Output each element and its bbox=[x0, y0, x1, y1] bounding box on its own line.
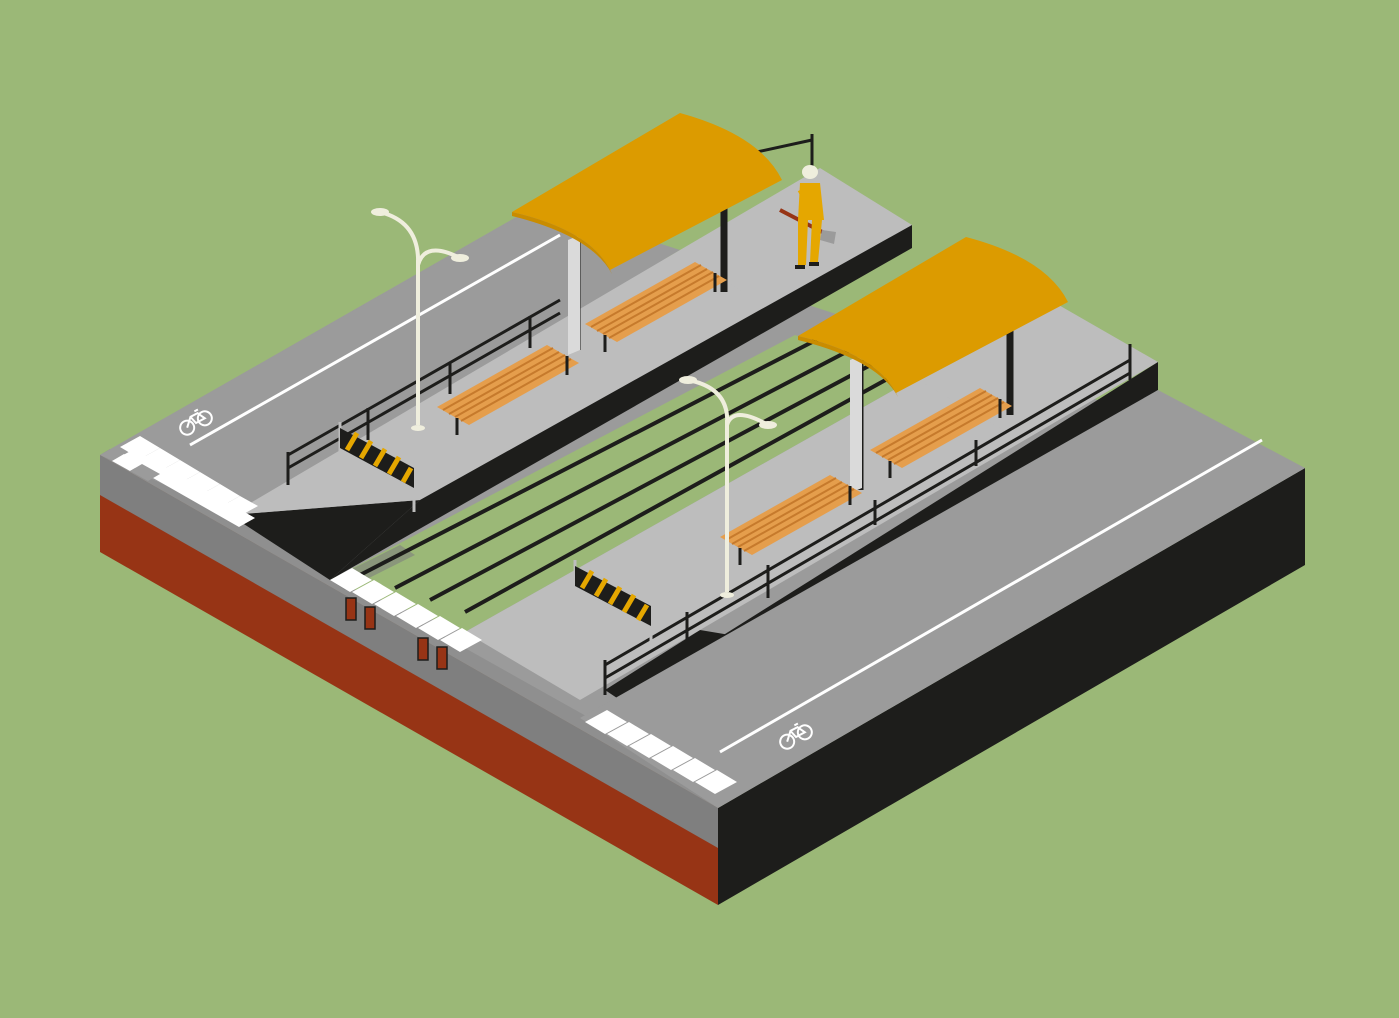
ticket-gate-1 bbox=[345, 597, 357, 621]
platform-back-top-end bbox=[680, 168, 912, 310]
rail-1 bbox=[359, 336, 821, 577]
bench-1 bbox=[437, 345, 579, 435]
bike-lane-symbol-left bbox=[179, 408, 213, 436]
crosswalk-center-bars bbox=[330, 568, 482, 652]
road-right bbox=[580, 390, 1305, 808]
platform-back-ramp bbox=[230, 500, 420, 580]
rail-4 bbox=[464, 370, 901, 614]
track-bed bbox=[330, 335, 915, 632]
barrier-front bbox=[573, 560, 653, 648]
shelter-front-canopy bbox=[798, 237, 1068, 393]
ticket-gate-4 bbox=[436, 646, 448, 670]
shelter-back-canopy bbox=[512, 113, 782, 270]
ticket-gates bbox=[345, 597, 448, 670]
platform-back-top bbox=[230, 225, 912, 515]
front-curb bbox=[100, 455, 718, 848]
rail-3 bbox=[429, 358, 881, 602]
road-left-lane-line bbox=[189, 233, 561, 447]
bike-lane-symbol-right bbox=[779, 722, 813, 750]
tile-right-face bbox=[718, 468, 1305, 905]
track-area bbox=[330, 335, 915, 632]
rails bbox=[359, 336, 901, 614]
barrier-back bbox=[338, 422, 416, 512]
street-lamp-back bbox=[371, 208, 469, 431]
crosswalk-left-bars bbox=[120, 436, 258, 517]
road-right-lane-line bbox=[719, 438, 1263, 754]
rail-2 bbox=[394, 348, 851, 590]
shelter-back bbox=[512, 113, 782, 355]
shelter-front bbox=[798, 237, 1068, 493]
track-worker bbox=[779, 165, 836, 269]
bench-4 bbox=[870, 388, 1012, 478]
railing-front bbox=[603, 344, 1132, 695]
crosswalk-left bbox=[112, 449, 255, 527]
road-left-surface bbox=[100, 205, 680, 515]
ticket-gate-2 bbox=[364, 606, 376, 630]
platform-back bbox=[230, 134, 912, 580]
bench-3 bbox=[720, 475, 862, 565]
ticket-gate-3 bbox=[417, 637, 429, 661]
bench-2 bbox=[585, 262, 727, 352]
street-lamp-front bbox=[679, 376, 777, 598]
crosswalk-right-bars bbox=[585, 710, 737, 794]
platform-back-side bbox=[330, 225, 912, 580]
road-left bbox=[100, 205, 680, 515]
road-right-surface bbox=[580, 390, 1305, 808]
front-curb-top bbox=[100, 449, 718, 808]
crosswalk-left-stripes bbox=[112, 454, 160, 481]
